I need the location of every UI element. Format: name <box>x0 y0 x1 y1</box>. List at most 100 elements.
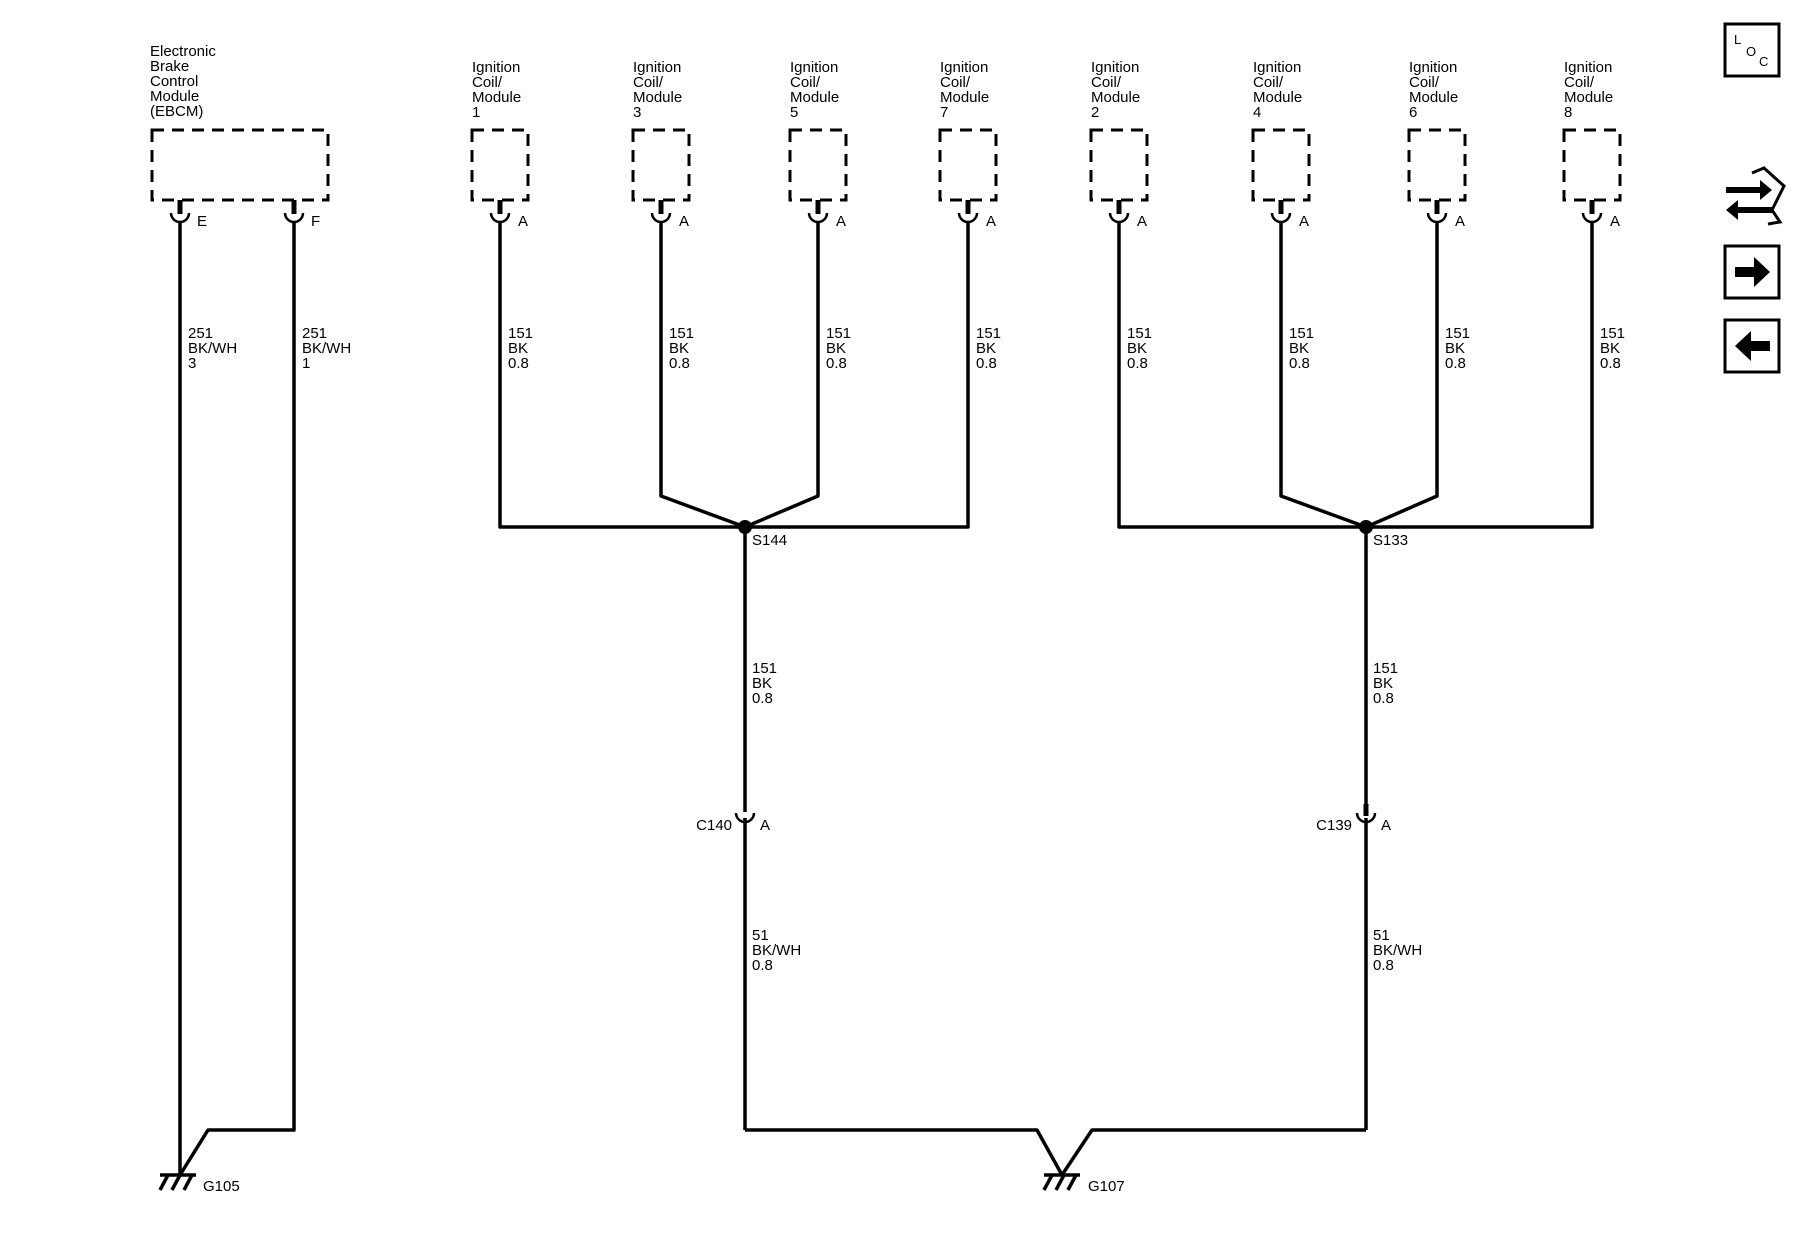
ground-g105: G105 <box>158 1173 240 1195</box>
wire-circuit: 151 <box>826 325 851 342</box>
ebcm-wire-label-e: 251 BK/WH 3 <box>188 325 237 372</box>
loc-letter-l: L <box>1734 32 1741 47</box>
wire-color: BK <box>1127 340 1147 357</box>
wire-circuit: 151 <box>1600 325 1625 342</box>
ebcm-name-line: Control <box>150 73 198 90</box>
wire-circuit: 151 <box>976 325 1001 342</box>
pin-label: E <box>197 213 207 230</box>
coil-name-line: Ignition <box>472 59 520 76</box>
coil-name-line: 6 <box>1409 104 1417 121</box>
wire-size: 0.8 <box>1600 355 1621 372</box>
wire-size: 0.8 <box>752 690 773 707</box>
coil-name-line: Coil/ <box>1409 74 1440 91</box>
coil-name-line: 2 <box>1091 104 1099 121</box>
coil-name-line: Module <box>1564 89 1613 106</box>
loc-letter-o: O <box>1746 44 1756 59</box>
splice-label: S144 <box>752 532 787 549</box>
ground-label: G105 <box>203 1178 240 1195</box>
pin-terminal <box>807 212 829 224</box>
wire-size: 0.8 <box>1445 355 1466 372</box>
pin-terminal <box>1426 212 1448 224</box>
wire-size: 0.8 <box>976 355 997 372</box>
pin-label: A <box>1137 213 1147 230</box>
coil-name-line: Ignition <box>1253 59 1301 76</box>
ebcm-name-line: Module <box>150 88 199 105</box>
ebcm-box <box>150 128 330 202</box>
pin-label: A <box>679 213 689 230</box>
wire-circuit: 151 <box>1127 325 1152 342</box>
wire-size: 0.8 <box>508 355 529 372</box>
right-trunk: 151 BK 0.8 C139 A 51 BK/WH 0.8 <box>1316 527 1422 1130</box>
pin-label: A <box>1299 213 1309 230</box>
previous-page-button[interactable] <box>1723 318 1781 374</box>
connector-c140-label: C140 <box>696 817 732 834</box>
g107-bus <box>745 1128 1366 1177</box>
wire-color: BK <box>1289 340 1309 357</box>
ebcm-name-line: Brake <box>150 58 189 75</box>
pin-terminal <box>650 212 672 224</box>
wire-color: BK <box>1600 340 1620 357</box>
swap-icon <box>1726 166 1786 226</box>
wire-circuit: 151 <box>1373 660 1398 677</box>
pin-terminal <box>1581 212 1603 224</box>
wire-size: 0.8 <box>1373 690 1394 707</box>
wire-size: 0.8 <box>1289 355 1310 372</box>
wire-color: BK <box>1373 675 1393 692</box>
pin-label: F <box>311 213 320 230</box>
coil-name-line: Module <box>633 89 682 106</box>
swap-button[interactable] <box>1726 166 1786 226</box>
right-harness: S133 <box>1117 222 1594 549</box>
ebcm-pin-f: F <box>283 200 320 230</box>
ebcm-wire-label-f: 251 BK/WH 1 <box>302 325 351 372</box>
wire-color: BK/WH <box>1373 942 1422 959</box>
coil-name-line: Ignition <box>1409 59 1457 76</box>
coil-name-line: Module <box>472 89 521 106</box>
coil-name-line: Module <box>1253 89 1302 106</box>
coil-box <box>631 128 691 202</box>
connector-c140-pin: A <box>760 817 770 834</box>
loc-letter-c: C <box>1759 54 1768 69</box>
pin-terminal <box>489 212 511 224</box>
wire-color: BK/WH <box>752 942 801 959</box>
loc-button[interactable]: L O C <box>1723 22 1781 78</box>
loc-icon: L O C <box>1734 32 1768 69</box>
wire-circuit: 151 <box>669 325 694 342</box>
pin-label: A <box>836 213 846 230</box>
connector-c139-label: C139 <box>1316 817 1352 834</box>
wire-size: 3 <box>188 355 196 372</box>
wire-color: BK <box>976 340 996 357</box>
coil-name-line: Ignition <box>790 59 838 76</box>
coil-name-line: 8 <box>1564 104 1572 121</box>
coil-box <box>1089 128 1149 202</box>
wire-circuit: 151 <box>1445 325 1470 342</box>
wire-color: BK <box>1445 340 1465 357</box>
coil-name-line: Ignition <box>633 59 681 76</box>
coil-name-line: 5 <box>790 104 798 121</box>
coil-name-line: Ignition <box>1091 59 1139 76</box>
coil-name-line: 3 <box>633 104 641 121</box>
coil-name-line: 4 <box>1253 104 1261 121</box>
coil-name-line: Coil/ <box>472 74 503 91</box>
coil-box <box>1562 128 1622 202</box>
coil-name-line: Ignition <box>940 59 988 76</box>
wire-circuit: 151 <box>508 325 533 342</box>
coil-box <box>1407 128 1467 202</box>
wire-circuit: 51 <box>752 927 769 944</box>
left-harness: S144 <box>498 222 970 549</box>
wire-size: 0.8 <box>752 957 773 974</box>
next-page-button[interactable] <box>1723 244 1781 300</box>
arrow-right-icon <box>1735 257 1770 287</box>
wire-size: 0.8 <box>1373 957 1394 974</box>
wire-size: 0.8 <box>1127 355 1148 372</box>
pin-label: A <box>518 213 528 230</box>
coil-box <box>938 128 998 202</box>
wire-color: BK <box>752 675 772 692</box>
wire-color: BK/WH <box>302 340 351 357</box>
coil-box <box>788 128 848 202</box>
coil-name-line: Module <box>1091 89 1140 106</box>
